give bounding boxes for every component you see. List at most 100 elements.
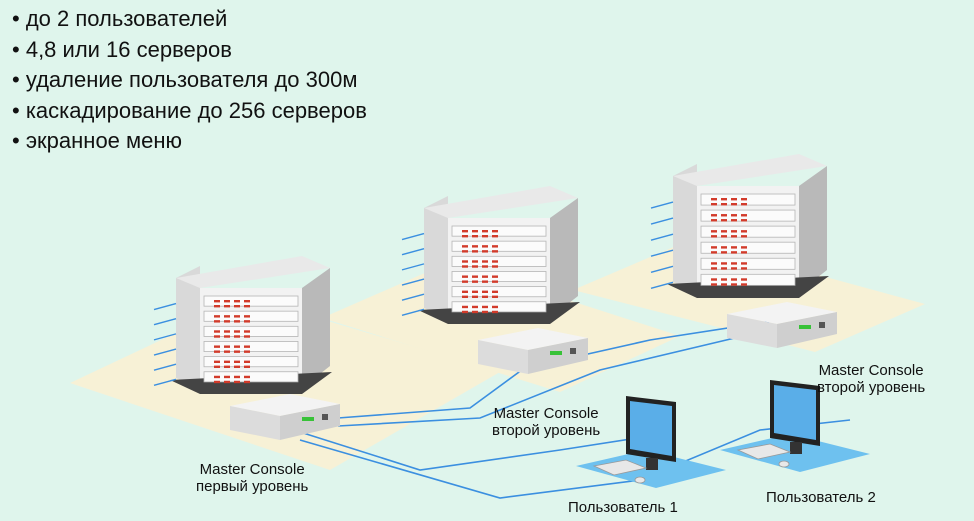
server-led [224,300,230,303]
rack-top [673,154,827,186]
server-led [731,214,737,217]
cable-line [299,431,651,471]
server-led [711,278,717,281]
server-unit [700,273,796,286]
server-led [711,198,717,201]
rack-cable [650,201,674,209]
server-led [741,283,747,286]
server-led [244,315,250,318]
server-led [462,310,468,314]
feature-item: до 2 пользователей [12,4,367,35]
server-led [462,265,468,268]
server-led [482,245,488,248]
server-led [711,203,717,206]
rack-right-side [799,166,827,292]
rack-cable [401,293,425,301]
server-led [731,267,737,270]
console-level: первый уровень [196,478,309,495]
server-led [711,235,717,238]
server-led [234,380,240,384]
server-led [721,198,727,201]
server-led [224,350,230,353]
server-led [214,365,220,369]
server-led [711,246,717,249]
server-led [214,380,220,384]
rack-cable [153,348,177,356]
server-led [224,335,230,338]
console-2-label: Master Console второй уровень [492,405,600,439]
rack-cable [650,249,674,257]
cable-line [337,331,761,427]
server-led [234,300,240,303]
console-1-label: Master Console первый уровень [196,461,308,495]
server-led [721,235,727,238]
server-led [244,300,250,303]
server-led [462,275,468,278]
rack-top [176,256,330,288]
server-led [492,280,498,283]
console-front [478,340,528,374]
server-led [214,375,220,379]
server-unit [203,371,299,383]
mouse [778,460,790,468]
console-front [727,314,777,348]
server-led [731,203,737,206]
server-led [731,246,737,249]
server-led [472,245,478,248]
server-led [492,310,498,314]
feature-item: 4,8 или 16 серверов [12,35,367,66]
console-button [570,348,576,354]
floor-platform [322,262,680,392]
rack-cable [153,302,177,311]
console-level: второй уровень [492,422,601,439]
rack-cable [153,318,177,326]
server-led [731,278,737,281]
server-led [472,235,478,238]
server-led [224,320,230,323]
server-led [741,203,747,206]
keyboard [592,459,648,476]
feature-item: каскадирование до 256 серверов [12,96,367,127]
server-led [482,235,488,238]
server-unit [700,209,796,222]
server-led [244,380,250,384]
monitor-stand [646,458,658,470]
monitor-screen [774,385,816,440]
feature-item: удаление пользователя до 300м [12,65,367,96]
server-led [721,219,727,222]
console-3-label: Master Console второй уровень [817,362,925,396]
server-led [244,305,250,308]
server-led [492,265,498,268]
server-led [224,365,230,369]
server-led [482,250,488,253]
server-led [721,278,727,281]
rack-side [176,266,200,388]
server-led [462,245,468,248]
server-led [214,350,220,353]
server-led [721,283,727,286]
server-led [721,230,727,233]
server-led [492,305,498,309]
server-led [472,295,478,299]
server-led [731,235,737,238]
server-led [234,350,240,353]
server-led [244,350,250,353]
server-led [492,295,498,299]
server-led [214,305,220,308]
rack-right-side [550,198,578,318]
server-led [492,230,498,233]
server-led [741,251,747,254]
server-led [244,320,250,323]
server-led [482,295,488,299]
server-unit [451,225,547,237]
console-name: Master Console [818,362,924,379]
server-led [472,275,478,278]
server-led [711,214,717,217]
server-unit [203,325,299,337]
console-top [478,328,588,350]
rack-top [424,186,578,218]
rack-cable [153,363,177,371]
server-led [711,262,717,265]
server-led [741,214,747,217]
